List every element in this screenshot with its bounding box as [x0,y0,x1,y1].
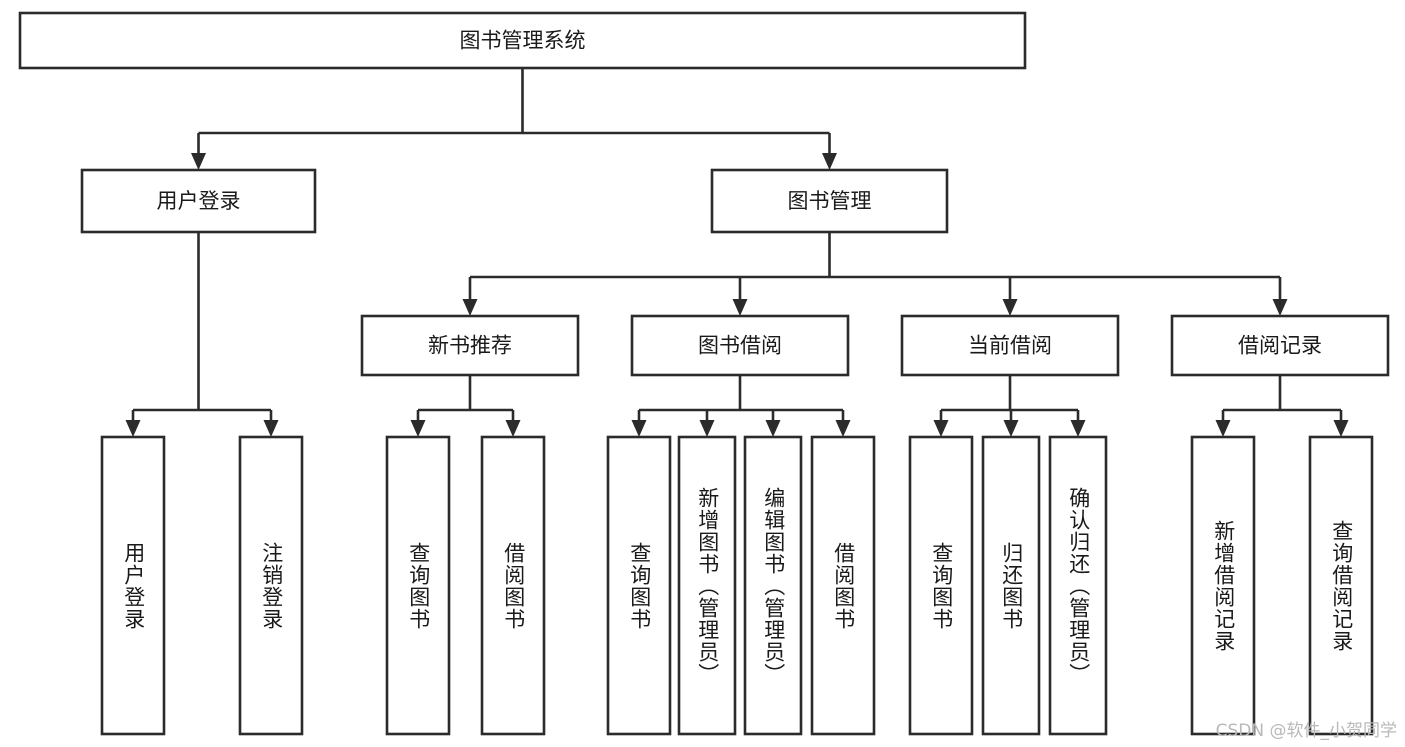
node-leaf-add-record[interactable] [1190,435,1256,736]
node-leaf-query-record[interactable] [1308,435,1374,736]
arrow-head-icon [125,420,141,437]
arrow-head-icon [631,420,647,437]
arrow-head-icon [765,420,781,437]
arrow-head-icon [1003,420,1019,437]
watermark-text: CSDN @软件_小贺同学 [1215,721,1397,741]
node-leaf-add-book[interactable] [677,435,737,736]
arrow-head-icon [1333,420,1349,437]
node-user-login[interactable] [80,168,317,234]
arrow-head-icon [410,420,426,437]
node-book-borrow-label: 图书借阅 [698,334,782,358]
node-current-borrow[interactable] [900,314,1120,377]
arrow-head-icon [505,420,521,437]
node-current-borrow-label: 当前借阅 [968,334,1052,358]
node-new-book-rec[interactable] [360,314,580,377]
node-leaf-borrow-book-rec[interactable] [480,435,546,736]
node-leaf-query-book-borrow[interactable] [606,435,672,736]
node-borrow-record-label: 借阅记录 [1238,334,1322,358]
connector-lines [125,68,1349,437]
node-root[interactable] [18,11,1027,70]
arrow-head-icon [1215,420,1231,437]
arrow-head-icon [1272,299,1288,316]
arrow-head-icon [462,299,478,316]
node-leaf-confirm-return[interactable] [1048,435,1108,736]
arrow-head-icon [835,420,851,437]
node-book-borrow[interactable] [630,314,850,377]
arrow-head-icon [732,299,748,316]
arrow-head-icon [191,153,206,170]
arrow-head-icon [822,153,837,170]
node-leaf-edit-book[interactable] [743,435,803,736]
node-book-manage-label: 图书管理 [788,189,872,213]
node-borrow-record[interactable] [1170,314,1390,377]
node-leaf-query-book-current[interactable] [908,435,974,736]
node-leaf-return-book[interactable] [981,435,1041,736]
arrow-head-icon [1002,299,1018,316]
node-user-login-label: 用户登录 [157,189,241,213]
node-leaf-user-logout[interactable] [238,435,304,736]
node-leaf-query-book-rec[interactable] [385,435,451,736]
arrow-head-icon [699,420,715,437]
node-boxes [18,11,1390,736]
node-leaf-user-login[interactable] [100,435,166,736]
node-root-label: 图书管理系统 [460,29,586,53]
node-leaf-borrow-book[interactable] [810,435,876,736]
arrow-head-icon [933,420,949,437]
arrow-head-icon [1070,420,1086,437]
node-book-manage[interactable] [710,168,949,234]
arrow-head-icon [263,420,279,437]
node-new-book-rec-label: 新书推荐 [428,334,512,358]
